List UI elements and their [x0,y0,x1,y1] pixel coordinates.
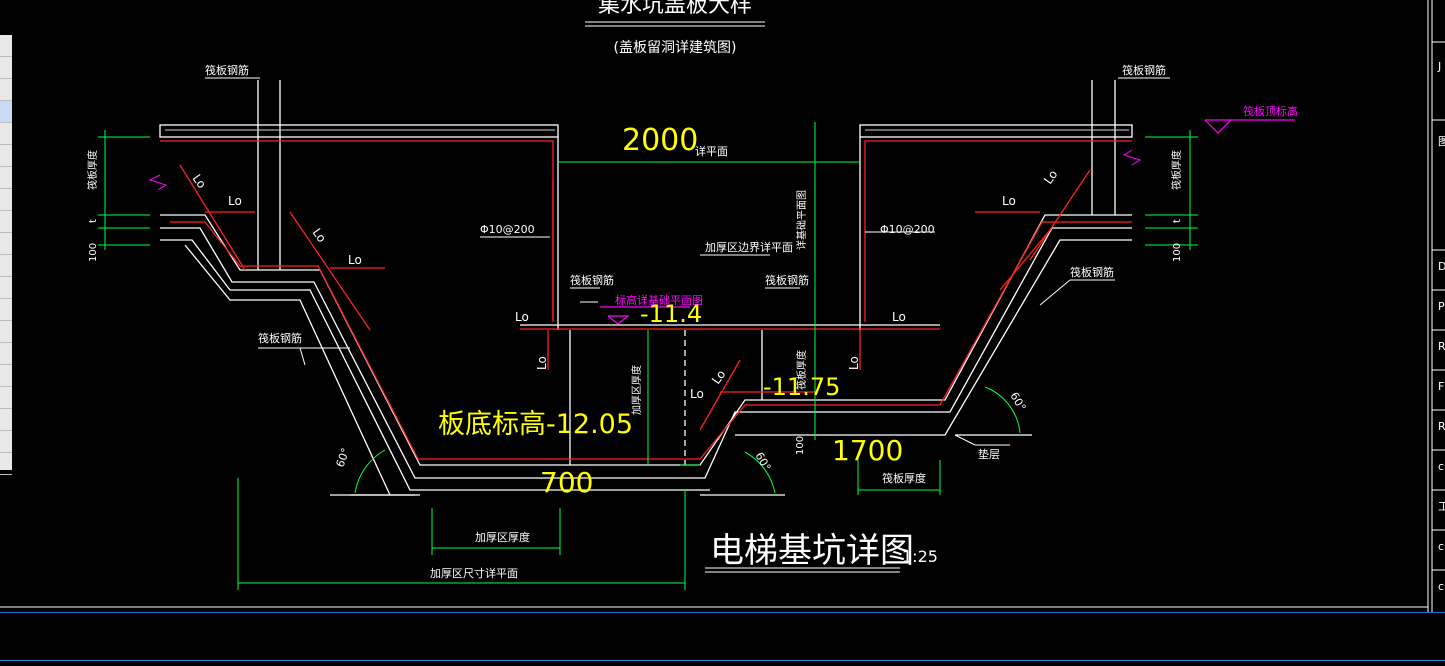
detail-title: 电梯基坑详图 1:25 [710,531,938,571]
tb-letter-5: R [1438,340,1445,353]
label-detail-plan: 详平面 [695,144,728,158]
label-lo-9: Lo [1041,167,1060,186]
label-thick-elev-plan: 标高详基础平面图 [615,293,703,307]
label-lo-8: Lo [310,226,329,245]
label-raft-rebar-2: 筏板钢筋 [1122,63,1166,77]
title-block-frame [0,0,1445,612]
title-block-letters: J 图 D P R F R c 工 c c [1437,60,1445,593]
command-line-area[interactable] [0,612,1445,666]
dim-2000: 2000 [622,123,698,158]
label-cushion: 垫层 [978,447,1000,461]
label-raft-thickness-right: 筏板厚度 [1170,150,1183,190]
rebar-lines [160,140,1132,460]
leader-lines [205,77,1170,573]
label-raft-rebar-6: 筏板钢筋 [1070,265,1114,279]
label-raft-rebar-3: 筏板钢筋 [258,331,302,345]
label-stirrup-right: Φ10@200 [880,223,935,236]
elevation-text: 2000 -11.4 -11.75 板底标高-12.05 700 1700 [438,123,903,499]
sheet-title-main: 集水坑盖板大样 [598,0,752,18]
label-angle-2: 60° [752,450,773,473]
label-lo-2: Lo [348,253,362,267]
tb-letter-7: R [1438,420,1445,433]
sheet-title-sub: (盖板留洞详建筑图) [614,40,737,56]
label-raft-top-elev: 筏板顶标高 [1243,104,1298,118]
slab-hatch [165,129,1129,131]
label-raft-rebar-5: 筏板钢筋 [765,273,809,287]
label-lo-11: Lo [535,356,549,370]
elev-slab-bottom: 板底标高-12.05 [438,409,633,440]
label-lo-12: Lo [847,356,861,370]
label-lo-3: Lo [515,310,529,324]
label-raft-thickness: 筏板厚度 [882,471,926,485]
label-raft-thickness-v: 筏板厚度 [795,350,808,390]
tb-letter-6: F [1438,380,1444,393]
tb-letter-11: c [1438,580,1444,593]
label-lo-5: Lo [1002,194,1016,208]
label-100-left: 100 [88,243,99,262]
tb-letter-1: J [1437,60,1441,73]
label-raft-rebar-1: 筏板钢筋 [205,63,249,77]
tb-letter-3: D [1438,260,1445,273]
label-lo-7: Lo [190,172,209,191]
label-angle-3: 60° [1007,390,1028,413]
tb-letter-4: P [1438,300,1445,313]
layer-panel-strip[interactable] [0,35,12,475]
tb-letter-2: 图 [1438,135,1445,148]
detail-title-text: 电梯基坑详图 [710,531,914,571]
tb-letter-8: c [1438,460,1444,473]
break-lines [148,149,1142,191]
label-thick-plan: 加厚区尺寸详平面 [430,566,518,580]
label-angle-1: 60° [334,446,353,469]
label-100-right: 100 [1172,243,1183,262]
dim-700: 700 [540,466,593,499]
detail-title-scale: 1:25 [902,547,938,566]
label-lo-6: Lo [690,387,704,401]
command-line-divider [0,660,1445,661]
label-pit-plan: 详基础平面图 [795,190,808,250]
label-thick-edge: 加厚区边界详平面 [705,240,793,254]
label-raft-thickness-left: 筏板厚度 [86,150,99,190]
elev-pit-top: -11.4 [640,300,702,328]
label-raft-rebar-4: 筏板钢筋 [570,273,614,287]
annotations: 筏板钢筋 筏板钢筋 筏板钢筋 筏板钢筋 筏板钢筋 筏板钢筋 Φ10@200 Φ1… [86,63,1298,580]
tb-letter-9: 工 [1438,500,1445,513]
label-lo-1: Lo [228,194,242,208]
label-100-mid: 100 [795,436,806,455]
sheet-title: 集水坑盖板大样 (盖板留洞详建筑图) [585,0,765,56]
label-t-left: t [88,219,99,223]
label-lo-10: Lo [709,367,728,386]
label-lo-4: Lo [892,310,906,324]
tb-letter-10: c [1438,540,1444,553]
dim-1700: 1700 [832,434,903,467]
dimension-lines [98,122,1198,590]
label-t-right: t [1172,219,1183,223]
label-thick-thickness-v: 加厚区厚度 [630,365,643,415]
elev-step: -11.75 [763,373,840,401]
elevation-markers [600,119,1295,325]
label-thick-thickness: 加厚区厚度 [475,530,530,544]
label-stirrup-left: Φ10@200 [480,223,535,236]
